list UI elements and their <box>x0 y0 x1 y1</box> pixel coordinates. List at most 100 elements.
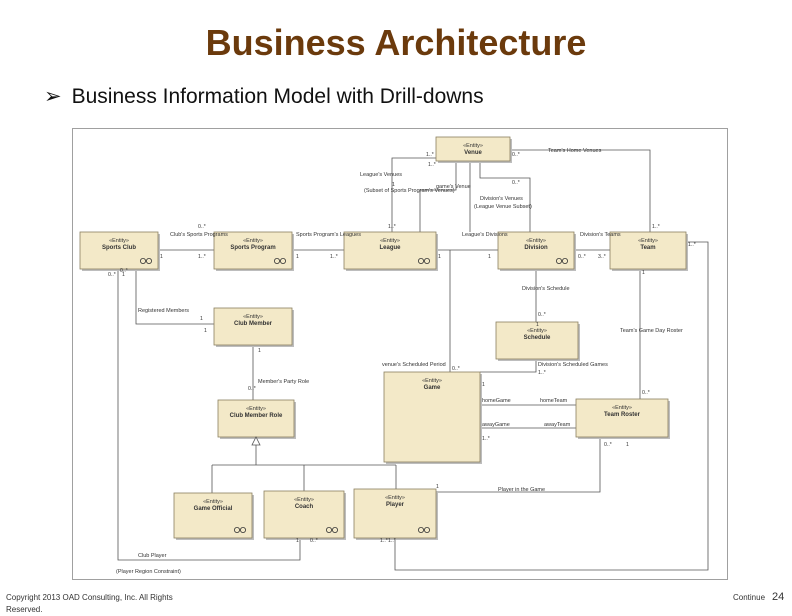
entity-club-member-box[interactable] <box>213 307 293 346</box>
multiplicity-label: 0..* <box>642 390 650 396</box>
multiplicity-label: 1..* <box>428 162 436 168</box>
entity-team-roster-box[interactable] <box>575 398 669 438</box>
association-label: Member's Party Role <box>258 379 309 385</box>
continue-link[interactable]: Continue <box>733 593 766 602</box>
multiplicity-label: 0..* <box>120 268 128 274</box>
association-label: (Player Region Constraint) <box>116 569 181 575</box>
association-label: Registered Members <box>138 308 189 314</box>
entity-stereotype: «Entity» <box>526 238 546 244</box>
drilldown-link-icon[interactable] <box>273 257 280 264</box>
association-label: Team's Home Venues <box>548 148 602 154</box>
association-label: Division's Schedule <box>522 286 570 292</box>
association-line <box>117 269 301 561</box>
entity-club-member-name: Club Member <box>234 321 273 327</box>
drilldown-link-icon[interactable] <box>562 257 569 264</box>
multiplicity-label: 1..* <box>688 242 696 248</box>
drilldown-link-icon[interactable] <box>331 527 338 534</box>
entity-stereotype: «Entity» <box>527 328 547 334</box>
entity-stereotype: «Entity» <box>638 238 658 244</box>
bullet-item: ➢Business Information Model with Drill-d… <box>44 84 484 109</box>
association-line <box>135 269 214 325</box>
entity-team-box[interactable] <box>609 231 687 270</box>
multiplicity-label: 1..* <box>538 370 546 376</box>
association-line <box>394 241 709 571</box>
entity-coach-box[interactable] <box>263 490 345 539</box>
entity-stereotype: «Entity» <box>380 238 400 244</box>
drilldown-link-icon[interactable] <box>325 527 332 534</box>
multiplicity-label: 1 <box>392 182 395 188</box>
drilldown-link-icon[interactable] <box>239 527 246 534</box>
association-label: Team's Game Day Roster <box>620 328 683 334</box>
association-label: Club Player <box>138 553 167 559</box>
multiplicity-label: 1..* <box>198 254 206 260</box>
multiplicity-label: 0..* <box>512 152 520 158</box>
entity-league-box[interactable] <box>343 231 437 270</box>
multiplicity-label: 1..* <box>388 224 396 230</box>
association-label: homeTeam <box>540 398 568 404</box>
drilldown-link-icon[interactable] <box>417 527 424 534</box>
association-label: awayGame <box>482 422 510 428</box>
entity-coach-name: Coach <box>295 504 314 510</box>
page-number: 24 <box>772 591 785 603</box>
multiplicity-label: 1..* <box>330 254 338 260</box>
entity-stereotype: «Entity» <box>612 405 632 411</box>
association-label: homeGame <box>482 398 511 404</box>
multiplicity-label: 3..* <box>598 254 606 260</box>
association-label: awayTeam <box>544 422 571 428</box>
multiplicity-label: 0..* <box>512 180 520 186</box>
entity-game-official-name: Game Official <box>194 506 233 512</box>
association-label: Division's Venues <box>480 196 523 202</box>
generalization-arrow-icon <box>251 436 261 446</box>
entity-schedule-name: Schedule <box>524 335 551 341</box>
arrow-bullet-icon: ➢ <box>44 85 62 108</box>
multiplicity-label: 1 <box>488 254 491 260</box>
association-label: game's Venue <box>436 184 471 190</box>
drilldown-link-icon[interactable] <box>139 257 146 264</box>
entity-schedule-box[interactable] <box>495 321 579 360</box>
entity-player-box[interactable] <box>353 488 437 539</box>
entity-stereotype: «Entity» <box>243 314 263 320</box>
multiplicity-label: 1 <box>642 270 645 276</box>
association-label: League's Venues <box>360 172 402 178</box>
association-label: Division's Teams <box>580 232 621 238</box>
entity-club-member-role-box[interactable] <box>217 399 295 438</box>
entity-sports-program-name: Sports Program <box>230 245 275 251</box>
multiplicity-label: 0..* <box>452 366 460 372</box>
entity-game-official-box[interactable] <box>173 492 253 539</box>
entity-stereotype: «Entity» <box>243 238 263 244</box>
drilldown-link-icon[interactable] <box>423 527 430 534</box>
drilldown-link-icon[interactable] <box>423 257 430 264</box>
multiplicity-label: 1 <box>204 328 207 334</box>
association-label: Sports Program's Leagues <box>296 232 361 238</box>
multiplicity-label: 1 <box>536 322 539 328</box>
drilldown-link-icon[interactable] <box>145 257 152 264</box>
slide-title: Business Architecture <box>205 22 587 63</box>
entity-stereotype: «Entity» <box>203 499 223 505</box>
multiplicity-label: 1 <box>626 442 629 448</box>
multiplicity-label: 1 <box>200 316 203 322</box>
entity-league-name: League <box>379 245 401 251</box>
entity-sports-club-name: Sports Club <box>102 245 136 251</box>
multiplicity-label: 1..* <box>652 224 660 230</box>
entity-club-member-role-name: Club Member Role <box>230 413 283 419</box>
entity-stereotype: «Entity» <box>294 497 314 503</box>
entity-game-box[interactable] <box>383 371 481 463</box>
multiplicity-label: 0..* <box>604 442 612 448</box>
multiplicity-label: 1..* <box>380 538 388 544</box>
copyright-text: Copyright 2013 OAD Consulting, Inc. All … <box>6 593 173 614</box>
multiplicity-label: 1 <box>296 538 299 544</box>
drilldown-link-icon[interactable] <box>279 257 286 264</box>
drilldown-link-icon[interactable] <box>556 257 563 264</box>
association-label: (Subset of Sports Program's Venues) <box>364 188 455 194</box>
multiplicity-label: 1..* <box>388 538 396 544</box>
multiplicity-label: 0..* <box>310 538 318 544</box>
association-line <box>479 161 531 232</box>
multiplicity-label: 1 <box>258 348 261 354</box>
entity-venue-box[interactable] <box>435 136 511 162</box>
multiplicity-label: 0..* <box>108 272 116 278</box>
association-label: (League Venue Subset) <box>474 204 532 210</box>
drilldown-link-icon[interactable] <box>233 527 240 534</box>
drilldown-link-icon[interactable] <box>417 257 424 264</box>
multiplicity-label: 1 <box>482 382 485 388</box>
